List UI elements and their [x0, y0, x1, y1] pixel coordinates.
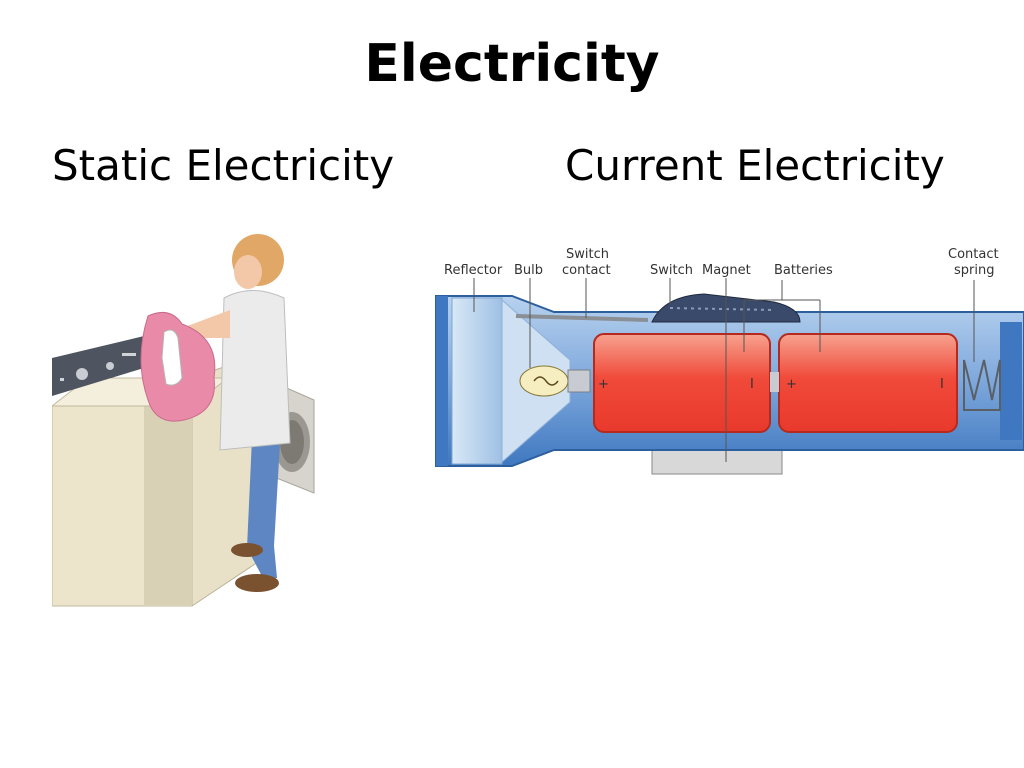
current-electricity-heading: Current Electricity	[565, 141, 945, 190]
bulb-socket	[567, 369, 591, 393]
person-face	[234, 255, 262, 289]
label-contact-spring-2: spring	[954, 263, 994, 278]
label-bulb: Bulb	[514, 263, 543, 278]
slide-title: Electricity	[364, 34, 660, 94]
battery-1-minus: I	[750, 377, 754, 392]
static-electricity-heading: Static Electricity	[52, 141, 395, 190]
label-switch-contact-2: contact	[562, 263, 611, 278]
laundry-illustration	[50, 228, 324, 608]
switch-contact-strip	[515, 314, 649, 322]
battery-2-minus: I	[940, 377, 944, 392]
laundry-svg	[50, 234, 315, 607]
battery-2	[778, 333, 958, 433]
white-sock	[161, 329, 183, 386]
battery-terminal	[770, 372, 779, 392]
dial-icon	[76, 368, 88, 380]
reflector-lens	[451, 297, 503, 465]
flashlight-svg: + I + I Reflector Bulb Switch contact Sw…	[435, 247, 1024, 475]
battery-1-plus: +	[598, 377, 609, 392]
tail-cap	[1000, 322, 1022, 440]
head-rim	[436, 296, 448, 466]
shoe-icon	[235, 574, 279, 592]
label-batteries: Batteries	[774, 263, 833, 278]
label-magnet: Magnet	[702, 263, 751, 278]
battery-2-plus: +	[786, 377, 797, 392]
label-switch-contact-1: Switch	[566, 247, 609, 262]
flashlight-diagram: + I + I Reflector Bulb Switch contact Sw…	[434, 242, 1024, 482]
label-reflector: Reflector	[444, 263, 503, 278]
contact-spring-icon	[963, 359, 1001, 411]
label-contact-spring-1: Contact	[948, 247, 999, 262]
label-switch: Switch	[650, 263, 693, 278]
control-panel	[52, 336, 144, 396]
bulb-icon	[519, 365, 569, 397]
person-shirt	[219, 290, 291, 451]
